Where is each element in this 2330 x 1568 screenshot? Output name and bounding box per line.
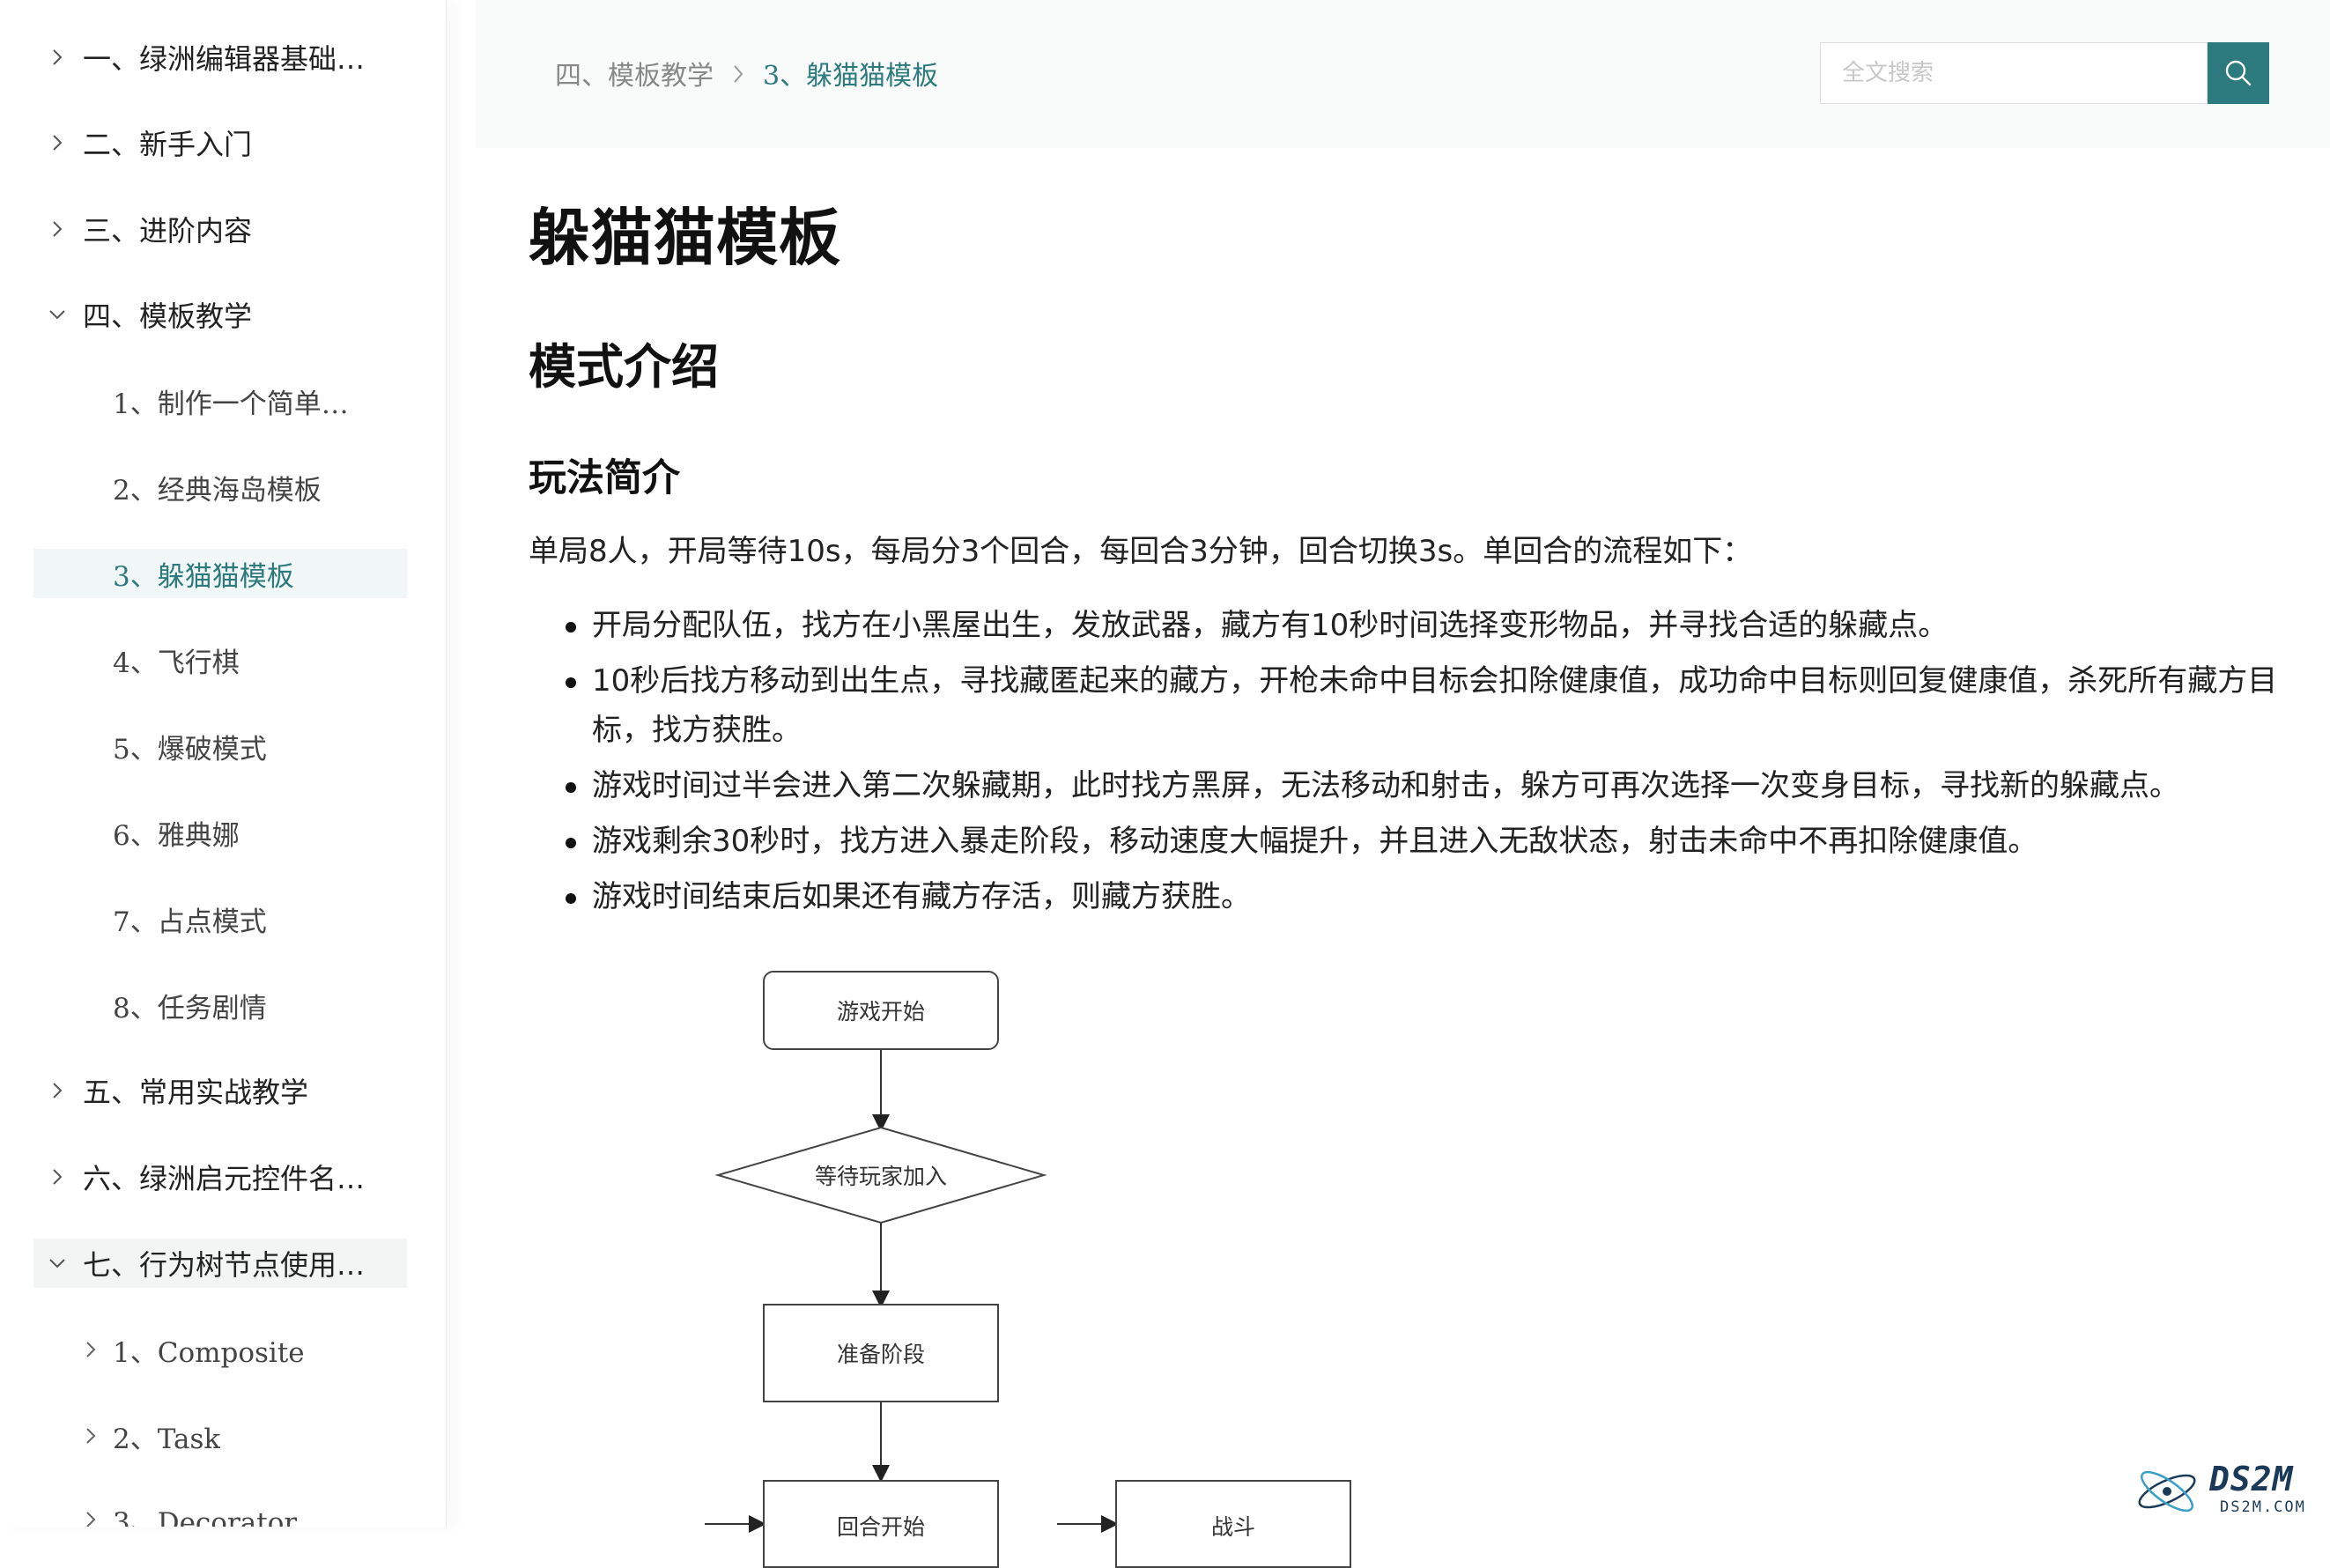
sidebar-item-label: 1、Composite	[113, 1336, 305, 1369]
chevron-right-icon	[44, 129, 70, 156]
subsection-heading: 玩法简介	[529, 456, 680, 500]
list-item: 游戏剩余30秒时，找方进入暴走阶段，移动速度大幅提升，并且进入无敌状态，射击未命…	[529, 817, 2273, 866]
sidebar-item-label: 5、爆破模式	[113, 733, 267, 766]
chevron-right-icon	[78, 1423, 104, 1449]
list-item: 开局分配队伍，找方在小黑屋出生，发放武器，藏方有10秒时间选择变形物品，并寻找合…	[529, 601, 2273, 650]
flowchart-node-start: 游戏开始	[763, 971, 999, 1050]
search-box	[1820, 42, 2208, 104]
sidebar-item-simple[interactable]: 1、制作一个简单…	[33, 376, 407, 425]
chevron-right-icon	[44, 1077, 70, 1104]
sidebar-item-behavior-tree[interactable]: 七、行为树节点使用…	[33, 1239, 407, 1288]
intro-paragraph: 单局8人，开局等待10s，每局分3个回合，每回合3分钟，回合切换3s。单回合的流…	[529, 534, 1753, 569]
sidebar-item-advanced[interactable]: 三、进阶内容	[33, 204, 407, 254]
sidebar-item-flight-chess[interactable]: 4、飞行棋	[33, 635, 407, 684]
sidebar-item-label: 六、绿洲启元控件名…	[83, 1162, 366, 1195]
flowchart: 游戏开始 等待玩家加入 准备阶段 回合开始 战斗	[705, 960, 1409, 1568]
chevron-right-icon	[78, 1336, 104, 1363]
sidebar-item-label: 3、躲猫猫模板	[113, 560, 294, 593]
sidebar-item-task[interactable]: 2、Task	[33, 1411, 407, 1461]
flowchart-node-prepare: 准备阶段	[763, 1304, 999, 1402]
sidebar-item-label: 一、绿洲编辑器基础…	[83, 42, 366, 76]
breadcrumb: 四、模板教学 3、躲猫猫模板	[555, 53, 938, 93]
sidebar-item-story[interactable]: 8、任务剧情	[33, 980, 407, 1030]
list-item: 游戏时间过半会进入第二次躲藏期，此时找方黑屏，无法移动和射击，躲方可再次选择一次…	[529, 761, 2273, 810]
sidebar-item-editor-basics[interactable]: 一、绿洲编辑器基础…	[33, 33, 407, 82]
sidebar-item-templates[interactable]: 四、模板教学	[33, 290, 407, 339]
sidebar-item-practical[interactable]: 五、常用实战教学	[33, 1066, 407, 1115]
sidebar-item-label: 7、占点模式	[113, 906, 267, 938]
search-button[interactable]	[2208, 42, 2269, 104]
sidebar-item-label: 6、雅典娜	[113, 819, 240, 852]
sidebar-item-label: 五、常用实战教学	[83, 1076, 309, 1109]
sidebar-item-label: 四、模板教学	[83, 300, 253, 333]
sidebar-item-label: 2、经典海岛模板	[113, 474, 322, 507]
sidebar-item-demolition[interactable]: 5、爆破模式	[33, 721, 407, 771]
chevron-right-icon	[44, 216, 70, 242]
breadcrumb-parent-link[interactable]: 四、模板教学	[555, 61, 714, 92]
sidebar-item-beginner[interactable]: 二、新手入门	[33, 118, 407, 167]
sidebar-item-decorator[interactable]: 3、Decorator	[33, 1495, 407, 1527]
flowchart-node-battle: 战斗	[1115, 1480, 1351, 1568]
sidebar-item-label: 3、Decorator	[113, 1506, 298, 1527]
chevron-right-icon	[44, 1164, 70, 1190]
flowchart-node-round-start: 回合开始	[763, 1480, 999, 1568]
section-heading: 模式介绍	[529, 339, 719, 395]
sidebar-item-composite[interactable]: 1、Composite	[33, 1325, 407, 1374]
sidebar-item-label: 4、飞行棋	[113, 647, 240, 679]
atom-icon	[2138, 1470, 2196, 1513]
sidebar-item-label: 七、行为树节点使用…	[83, 1248, 366, 1282]
sidebar-nav: 一、绿洲编辑器基础… 二、新手入门 三、进阶内容 四、模板教学 1、制作一个简单…	[0, 0, 447, 1527]
chevron-right-icon	[44, 44, 70, 70]
sidebar-item-label: 1、制作一个简单…	[113, 388, 349, 420]
sidebar-item-label: 三、进阶内容	[83, 214, 253, 248]
chevron-right-icon	[729, 63, 747, 84]
breadcrumb-current: 3、躲猫猫模板	[763, 61, 939, 92]
chevron-down-icon	[44, 1250, 70, 1276]
sidebar-item-hide-and-seek[interactable]: 3、躲猫猫模板	[33, 549, 407, 598]
watermark-subtext: DS2M.COM	[2220, 1498, 2306, 1516]
page-title: 躲猫猫模板	[529, 202, 841, 274]
sidebar-item-label: 2、Task	[113, 1423, 221, 1455]
flowchart-connectors	[705, 1050, 1119, 1533]
search-icon	[2223, 57, 2254, 89]
sidebar-item-athena[interactable]: 6、雅典娜	[33, 808, 407, 857]
chevron-right-icon	[78, 1506, 104, 1527]
top-header: 四、模板教学 3、躲猫猫模板	[476, 0, 2330, 148]
list-item: 10秒后找方移动到出生点，寻找藏匿起来的藏方，开枪未命中目标会扣除健康值，成功命…	[529, 656, 2319, 755]
sidebar-item-label: 8、任务剧情	[113, 992, 267, 1024]
sidebar-item-label: 二、新手入门	[83, 128, 253, 161]
rules-list: 开局分配队伍，找方在小黑屋出生，发放武器，藏方有10秒时间选择变形物品，并寻找合…	[529, 601, 2277, 928]
watermark-text: DS2M	[2209, 1460, 2294, 1498]
list-item: 游戏时间结束后如果还有藏方存活，则藏方获胜。	[529, 872, 2273, 921]
watermark-logo: DS2M DS2M.COM	[2132, 1458, 2326, 1520]
sidebar-item-controls[interactable]: 六、绿洲启元控件名…	[33, 1152, 407, 1202]
sidebar-item-domination[interactable]: 7、占点模式	[33, 894, 407, 943]
sidebar-item-island[interactable]: 2、经典海岛模板	[33, 462, 407, 512]
chevron-down-icon	[44, 301, 70, 328]
flowchart-node-wait: 等待玩家加入	[814, 1164, 947, 1189]
search-input[interactable]	[1821, 43, 2207, 103]
